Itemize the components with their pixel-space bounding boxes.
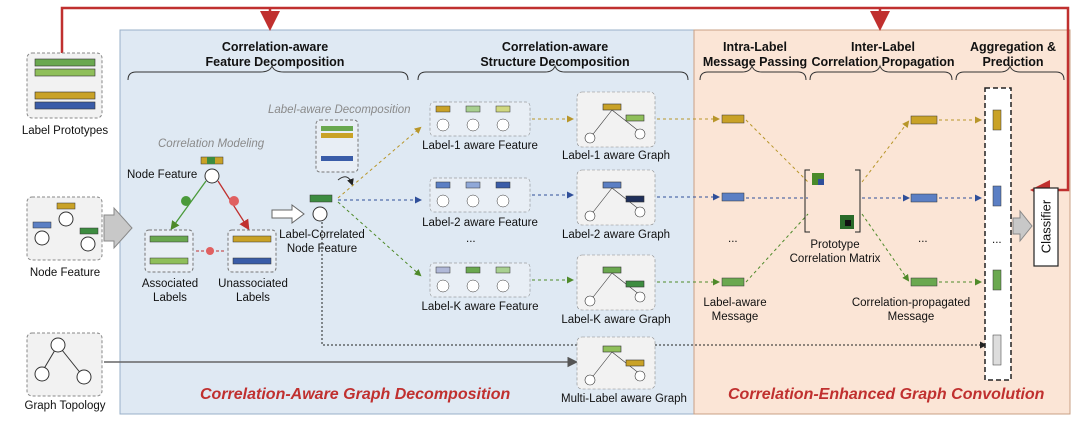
label-aware-messages xyxy=(721,114,745,287)
associated-labels-2: Labels xyxy=(153,292,187,304)
label-correlated-1: Label-Correlated xyxy=(279,229,365,241)
node-feature-box xyxy=(26,196,103,261)
graph-topology-box xyxy=(26,332,103,397)
label-1-graph: Label-1 aware Graph xyxy=(561,150,671,162)
label-prototypes-label: Label Prototypes xyxy=(21,125,109,137)
aggregation-heading-2: Prediction xyxy=(982,55,1044,69)
header-braces xyxy=(127,64,1065,81)
structure-decomp-heading-1: Correlation-aware xyxy=(501,40,609,54)
label-k-graph: Label-K aware Graph xyxy=(561,314,671,326)
label-k-feature: Label-K aware Feature xyxy=(421,301,539,313)
propagated-messages xyxy=(910,115,938,287)
label-aware-message-2: Message xyxy=(711,311,759,323)
correlation-modeling-text: Correlation Modeling xyxy=(158,138,265,150)
node-feature-text: Node Feature xyxy=(127,169,198,181)
aggregation-heading-1: Aggregation & xyxy=(969,40,1057,54)
classifier-box xyxy=(1033,187,1059,267)
inter-heading-1: Inter-Label xyxy=(851,40,915,54)
propagated-message-2: Message xyxy=(887,311,935,323)
propagated-message-1: Correlation-propagated xyxy=(851,297,971,309)
intra-heading-2: Message Passing xyxy=(702,55,808,69)
graph-topology-label: Graph Topology xyxy=(24,400,106,412)
message-ellipsis: ... xyxy=(728,233,738,245)
correlation-tree xyxy=(144,156,277,273)
label-2-graph: Label-2 aware Graph xyxy=(561,229,671,241)
prototype-matrix-1: Prototype xyxy=(810,239,860,251)
prototype-matrix xyxy=(804,169,861,233)
right-panel-title: Correlation-Enhanced Graph Convolution xyxy=(728,386,1045,403)
aggregation-column xyxy=(984,87,1012,381)
aggregation-ellipsis: ... xyxy=(992,234,1002,246)
label-aware-decomposition-text: Label-aware Decomposition xyxy=(268,104,411,116)
left-panel-title: Correlation-Aware Graph Decomposition xyxy=(200,386,511,403)
feature-decomp-heading-1: Correlation-aware xyxy=(221,40,329,54)
unassociated-labels-2: Labels xyxy=(236,292,270,304)
hollow-arrow xyxy=(271,204,305,224)
propagated-ellipsis: ... xyxy=(918,233,928,245)
feature-ellipsis: ... xyxy=(466,233,476,245)
label-1-feature: Label-1 aware Feature xyxy=(422,140,538,152)
label-prototypes-box xyxy=(26,52,103,119)
prototype-matrix-2: Correlation Matrix xyxy=(789,253,881,265)
intra-heading-1: Intra-Label xyxy=(723,40,787,54)
inter-heading-2: Correlation Propagation xyxy=(811,55,955,69)
associated-labels-1: Associated xyxy=(141,278,199,290)
label-aware-decomp-box xyxy=(309,119,359,222)
multi-label-graph: Multi-Label aware Graph xyxy=(561,393,687,405)
structure-decomp-heading-2: Structure Decomposition xyxy=(480,55,630,69)
feature-boxes xyxy=(429,101,531,298)
node-feature-input-label: Node Feature xyxy=(29,267,101,279)
classifier-label: Classifier xyxy=(1038,199,1054,254)
label-aware-message-1: Label-aware xyxy=(703,297,767,309)
node-feature-arrow xyxy=(103,206,133,250)
label-correlated-2: Node Feature xyxy=(286,243,358,255)
label-2-feature: Label-2 aware Feature xyxy=(422,217,538,229)
feature-decomp-heading-2: Feature Decomposition xyxy=(205,55,345,69)
graph-boxes xyxy=(576,91,656,390)
unassociated-labels-1: Unassociated xyxy=(218,278,288,290)
classifier-arrow xyxy=(1012,209,1033,243)
